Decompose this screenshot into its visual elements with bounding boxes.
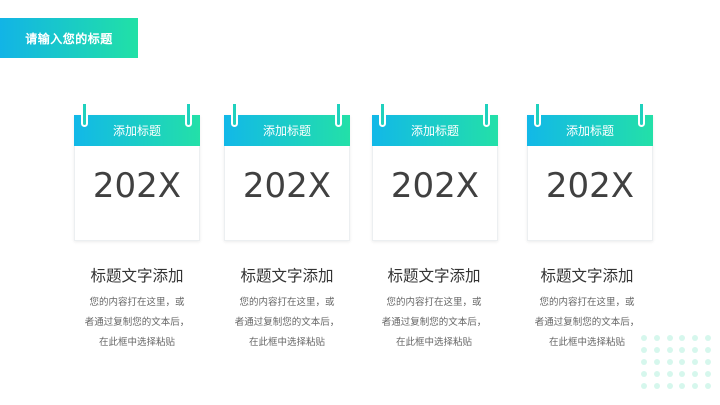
block-line: 您的内容打在这里，或 [239, 297, 335, 308]
binder-ring-icon [335, 102, 342, 127]
block-line: 您的内容打在这里，或 [89, 297, 185, 308]
text-block-2: 标题文字添加 您的内容打在这里，或 者通过复制您的文本后， 在此框中选择粘贴 [212, 264, 362, 353]
block-line: 在此框中选择粘贴 [548, 337, 625, 348]
block-line: 在此框中选择粘贴 [98, 337, 175, 348]
page-title: 请输入您的标题 [25, 31, 113, 46]
block-heading: 标题文字添加 [240, 267, 334, 285]
binder-ring-icon [379, 102, 386, 127]
card-year: 202X [92, 166, 182, 206]
block-line: 您的内容打在这里，或 [539, 297, 635, 308]
text-block-1: 标题文字添加 您的内容打在这里，或 者通过复制您的文本后， 在此框中选择粘贴 [62, 264, 212, 353]
binder-ring-icon [534, 102, 541, 127]
block-heading: 标题文字添加 [540, 267, 634, 285]
card-header: 添加标题 [527, 115, 653, 146]
block-line: 者通过复制您的文本后， [381, 317, 487, 328]
calendar-card-3: 添加标题 202X [372, 100, 498, 241]
binder-ring-icon [483, 102, 490, 127]
card-header-label: 添加标题 [262, 124, 311, 138]
binder-ring-icon [231, 102, 238, 127]
binder-ring-icon [185, 102, 192, 127]
block-line: 您的内容打在这里，或 [386, 297, 482, 308]
card-header: 添加标题 [74, 115, 200, 146]
block-line: 者通过复制您的文本后， [234, 317, 340, 328]
title-banner: 请输入您的标题 [0, 18, 138, 58]
card-year: 202X [242, 166, 332, 206]
block-line: 者通过复制您的文本后， [534, 317, 640, 328]
card-year: 202X [390, 166, 480, 206]
text-block-4: 标题文字添加 您的内容打在这里，或 者通过复制您的文本后， 在此框中选择粘贴 [512, 264, 662, 353]
calendar-card-4: 添加标题 202X [527, 100, 653, 241]
card-header-label: 添加标题 [112, 124, 161, 138]
decorative-dot-grid [638, 332, 714, 392]
block-line: 在此框中选择粘贴 [395, 337, 472, 348]
binder-ring-icon [638, 102, 645, 127]
block-heading: 标题文字添加 [387, 267, 481, 285]
text-block-3: 标题文字添加 您的内容打在这里，或 者通过复制您的文本后， 在此框中选择粘贴 [359, 264, 509, 353]
block-heading: 标题文字添加 [90, 267, 184, 285]
card-header-label: 添加标题 [565, 124, 614, 138]
block-line: 在此框中选择粘贴 [248, 337, 325, 348]
card-header-label: 添加标题 [410, 124, 459, 138]
block-line: 者通过复制您的文本后， [84, 317, 190, 328]
binder-ring-icon [81, 102, 88, 127]
calendar-card-1: 添加标题 202X [74, 100, 200, 241]
card-header: 添加标题 [224, 115, 350, 146]
calendar-card-2: 添加标题 202X [224, 100, 350, 241]
card-header: 添加标题 [372, 115, 498, 146]
card-year: 202X [545, 166, 635, 206]
